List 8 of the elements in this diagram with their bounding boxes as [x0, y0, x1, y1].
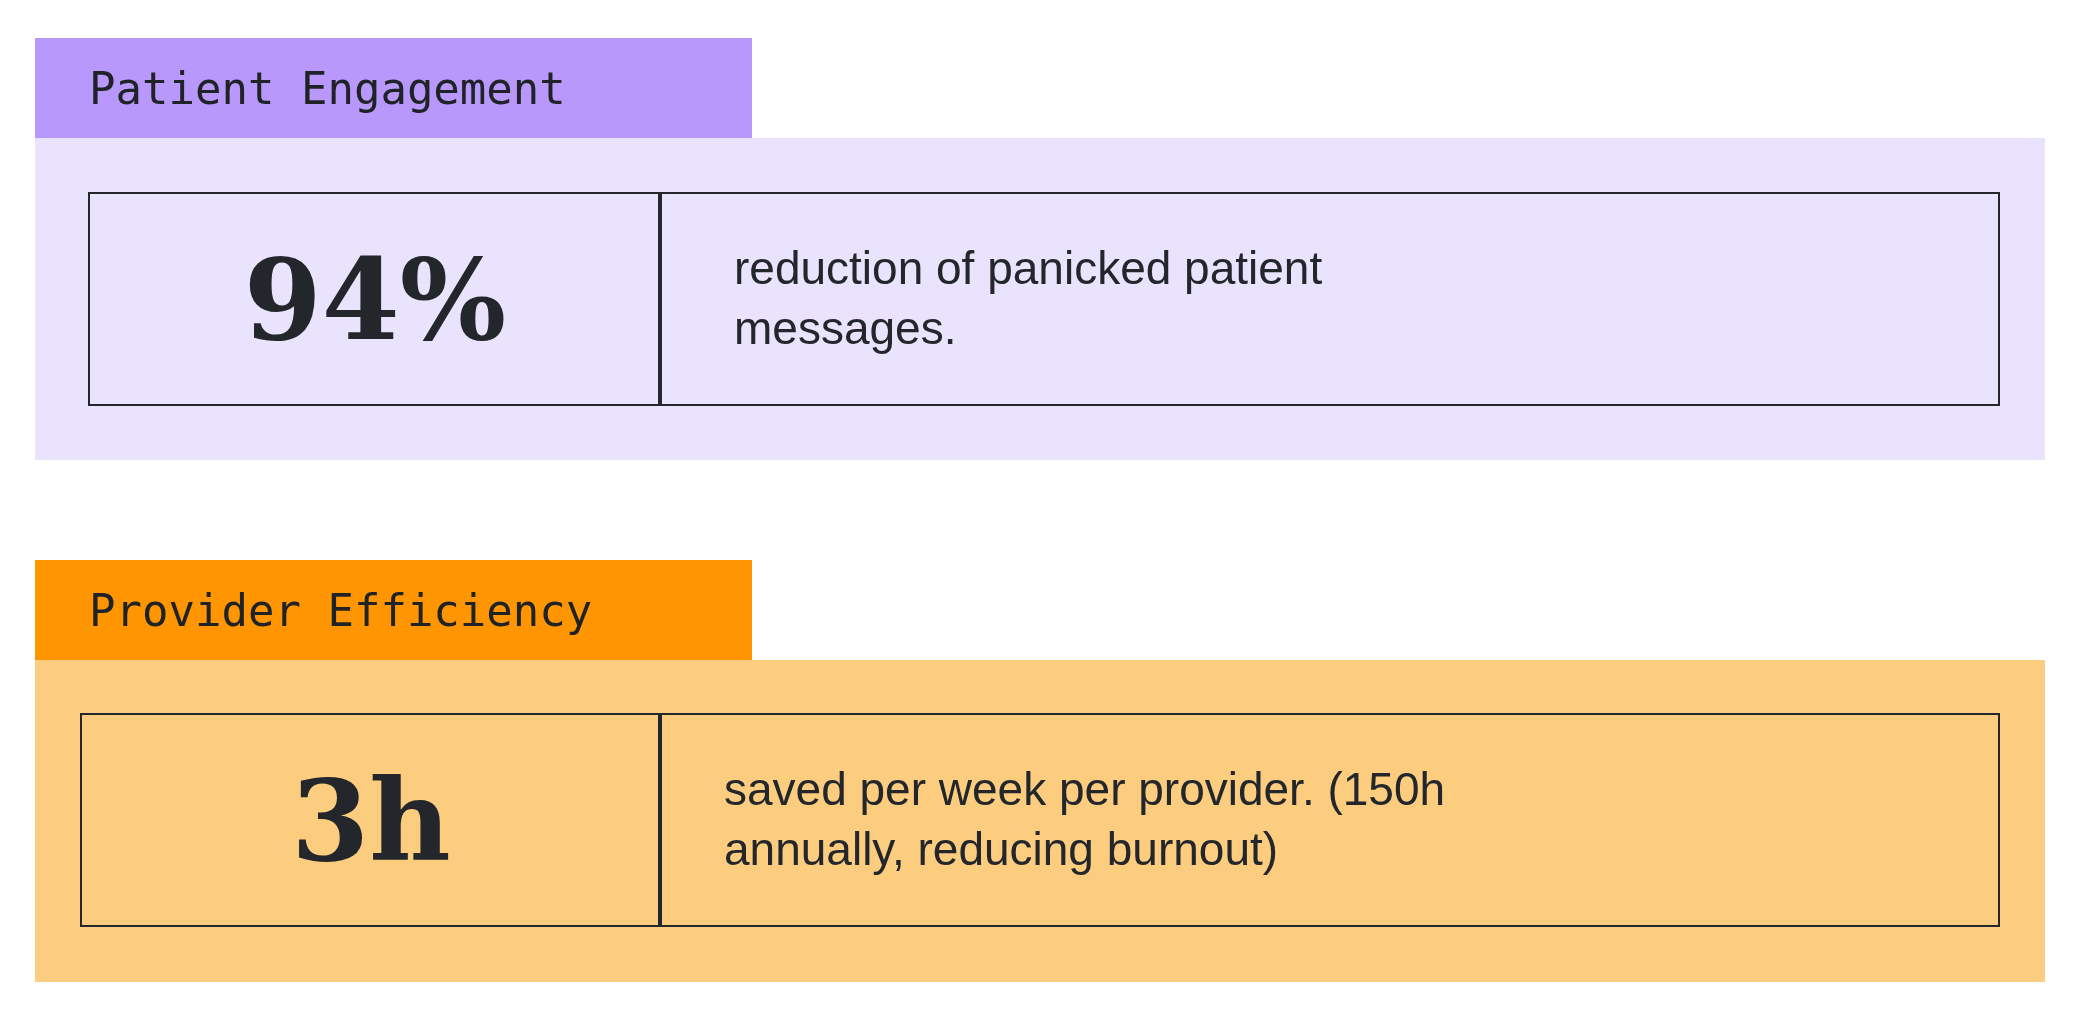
stat-description-box	[658, 192, 2000, 406]
stat-value: 3h	[80, 713, 662, 927]
stat-description: reduction of panicked patient messages.	[734, 241, 1324, 356]
stat-description-box	[658, 713, 2000, 927]
stat-description: saved per week per provider. (150h annually, reducing burnout)	[724, 762, 1447, 877]
stat-value: 94%	[88, 192, 662, 406]
section-heading: Provider Efficiency	[35, 560, 752, 660]
section-heading: Patient Engagement	[35, 38, 752, 138]
